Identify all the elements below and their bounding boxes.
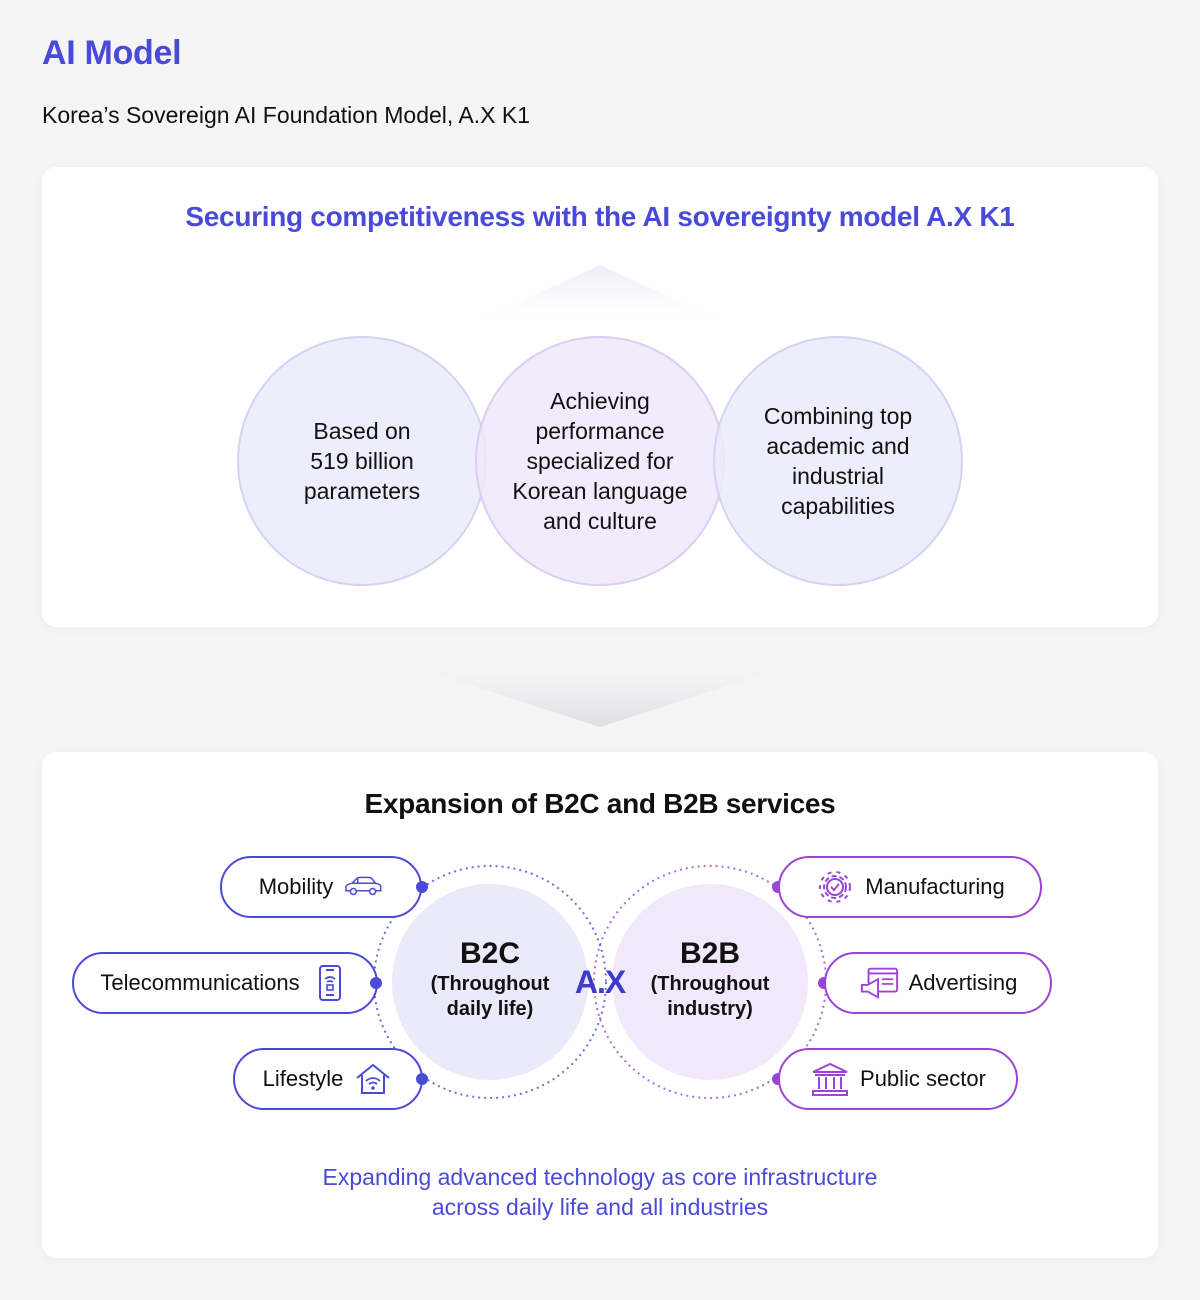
page-title: AI Model: [42, 34, 182, 72]
services-graphic: [373, 865, 827, 1099]
megaphone-icon: [859, 965, 899, 1001]
circle-text-capabilities: Combining top academic and industrial ca…: [763, 403, 913, 519]
pill-public-sector: Public sector: [778, 1048, 1018, 1110]
smartphone-icon: [310, 965, 350, 1001]
pill-manufacturing: Manufacturing: [778, 856, 1042, 918]
page-subtitle: Korea’s Sovereign AI Foundation Model, A…: [42, 102, 530, 128]
pointer-triangle-up: [460, 265, 740, 329]
smart-home-icon: [353, 1061, 393, 1097]
b2c-hub: [392, 884, 588, 1080]
down-arrow-icon: [380, 656, 820, 727]
ax-logo: A.X: [574, 964, 626, 1000]
car-icon: [343, 869, 383, 905]
b2b-hub-label: B2B (Throughout industry): [650, 937, 770, 1020]
circle-capabilities: [713, 336, 963, 586]
pill-lifestyle: Lifestyle: [233, 1048, 423, 1110]
connector-dot: [370, 977, 382, 989]
government-building-icon: [810, 1061, 850, 1097]
circle-text-parameters: Based on 519 billion parameters: [303, 418, 421, 504]
pill-mobility: Mobility: [220, 856, 422, 918]
pill-telecommunications: Telecommunications: [72, 952, 378, 1014]
gear-icon: [815, 869, 855, 905]
pill-advertising: Advertising: [824, 952, 1052, 1014]
circle-text-culture: Achieving performance specialized for Ko…: [512, 388, 688, 534]
services-tagline: Expanding advanced technology as core in…: [322, 1164, 878, 1220]
b2b-hub: [612, 884, 808, 1080]
connector-dot: [416, 1073, 428, 1085]
connector-dot: [416, 881, 428, 893]
circles-graphic: [237, 265, 963, 586]
b2c-hub-label: B2C (Throughout daily life): [430, 937, 550, 1020]
services-heading: Expansion of B2C and B2B services: [364, 788, 836, 819]
competitiveness-heading: Securing competitiveness with the AI sov…: [185, 201, 1015, 232]
b2c-outer-ring: [373, 865, 607, 1099]
competitiveness-card: Securing competitiveness with the AI sov…: [42, 167, 1158, 627]
services-card: Expansion of B2C and B2B services A.X B2…: [42, 752, 1158, 1258]
